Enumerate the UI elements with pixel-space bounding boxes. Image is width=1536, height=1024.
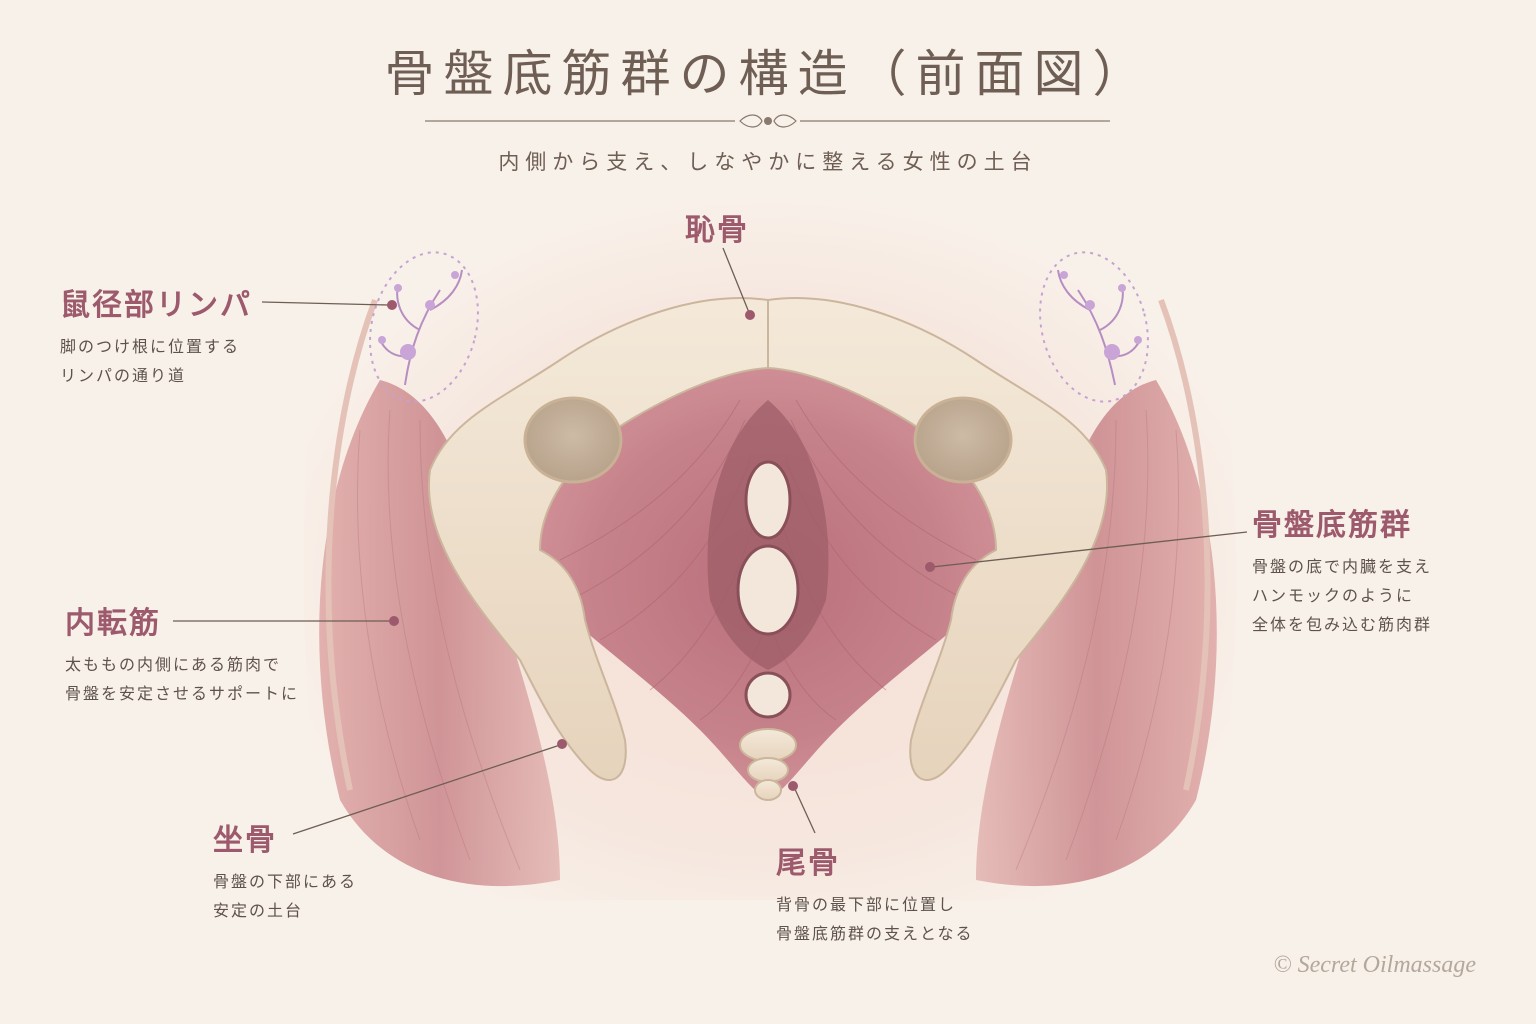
label-pelvic-floor-description: 骨盤の底で内臓を支え ハンモックのように 全体を包み込む筋肉群 (1252, 552, 1432, 639)
urethral-opening (744, 460, 792, 540)
description-line: ハンモックのように (1252, 586, 1415, 605)
description-line: 全体を包み込む筋肉群 (1252, 615, 1433, 634)
label-adductor-description: 太ももの内側にある筋肉で 骨盤を安定させるサポートに (65, 650, 299, 708)
label-pelvic-floor: 骨盤底筋群 骨盤の底で内臓を支え ハンモックのように 全体を包み込む筋肉群 (1252, 500, 1432, 639)
label-inguinal-lymph-heading: 鼠径部リンパ (60, 288, 252, 323)
label-adductor: 内転筋 太ももの内側にある筋肉で 骨盤を安定させるサポートに (65, 598, 299, 708)
label-coccyx-description: 背骨の最下部に位置し 骨盤底筋群の支えとなる (776, 890, 974, 948)
description-line: 脚のつけ根に位置する (60, 337, 241, 356)
left-inguinal-lymph (369, 251, 479, 403)
anal-opening (744, 671, 792, 719)
leader-lines (173, 247, 1248, 835)
right-obturator-foramen (913, 396, 1013, 484)
page-subtitle: 内側から支え、しなやかに整える女性の土台 (498, 150, 1038, 174)
label-adductor-heading: 内転筋 (65, 606, 161, 641)
right-thigh-muscle (976, 380, 1217, 887)
coccyx-bone (739, 728, 797, 801)
label-pubis: 恥骨 (685, 205, 749, 249)
description-line: 骨盤の底で内臓を支え (1252, 557, 1433, 576)
label-ischium-description: 骨盤の下部にある 安定の土台 (213, 867, 357, 925)
label-coccyx: 尾骨 背骨の最下部に位置し 骨盤底筋群の支えとなる (776, 838, 974, 948)
label-inguinal-lymph: 鼠径部リンパ 脚のつけ根に位置する リンパの通り道 (60, 280, 252, 390)
label-coccyx-heading: 尾骨 (776, 846, 840, 881)
description-line: 骨盤を安定させるサポートに (65, 684, 300, 703)
page-title: 骨盤底筋群の構造（前面図） (384, 45, 1152, 103)
vaginal-opening (736, 544, 800, 636)
label-ischium-heading: 坐骨 (213, 823, 277, 858)
description-line: 骨盤底筋群の支えとなる (776, 924, 974, 943)
label-ischium: 坐骨 骨盤の下部にある 安定の土台 (213, 815, 357, 925)
title-ornament (425, 114, 1110, 128)
description-line: 骨盤の下部にある (213, 872, 358, 891)
description-line: リンパの通り道 (60, 366, 187, 385)
label-pubis-heading: 恥骨 (685, 213, 749, 248)
left-thigh-muscle (319, 380, 560, 887)
label-inguinal-lymph-description: 脚のつけ根に位置する リンパの通り道 (60, 332, 252, 390)
copyright-notice: © Secret Oilmassage (1273, 952, 1476, 978)
left-obturator-foramen (523, 396, 623, 484)
leader-dots (387, 300, 935, 791)
label-pelvic-floor-heading: 骨盤底筋群 (1252, 508, 1412, 543)
description-line: 安定の土台 (213, 901, 304, 920)
description-line: 太ももの内側にある筋肉で (65, 655, 282, 674)
description-line: 背骨の最下部に位置し (776, 895, 957, 914)
right-inguinal-lymph (1039, 251, 1149, 403)
